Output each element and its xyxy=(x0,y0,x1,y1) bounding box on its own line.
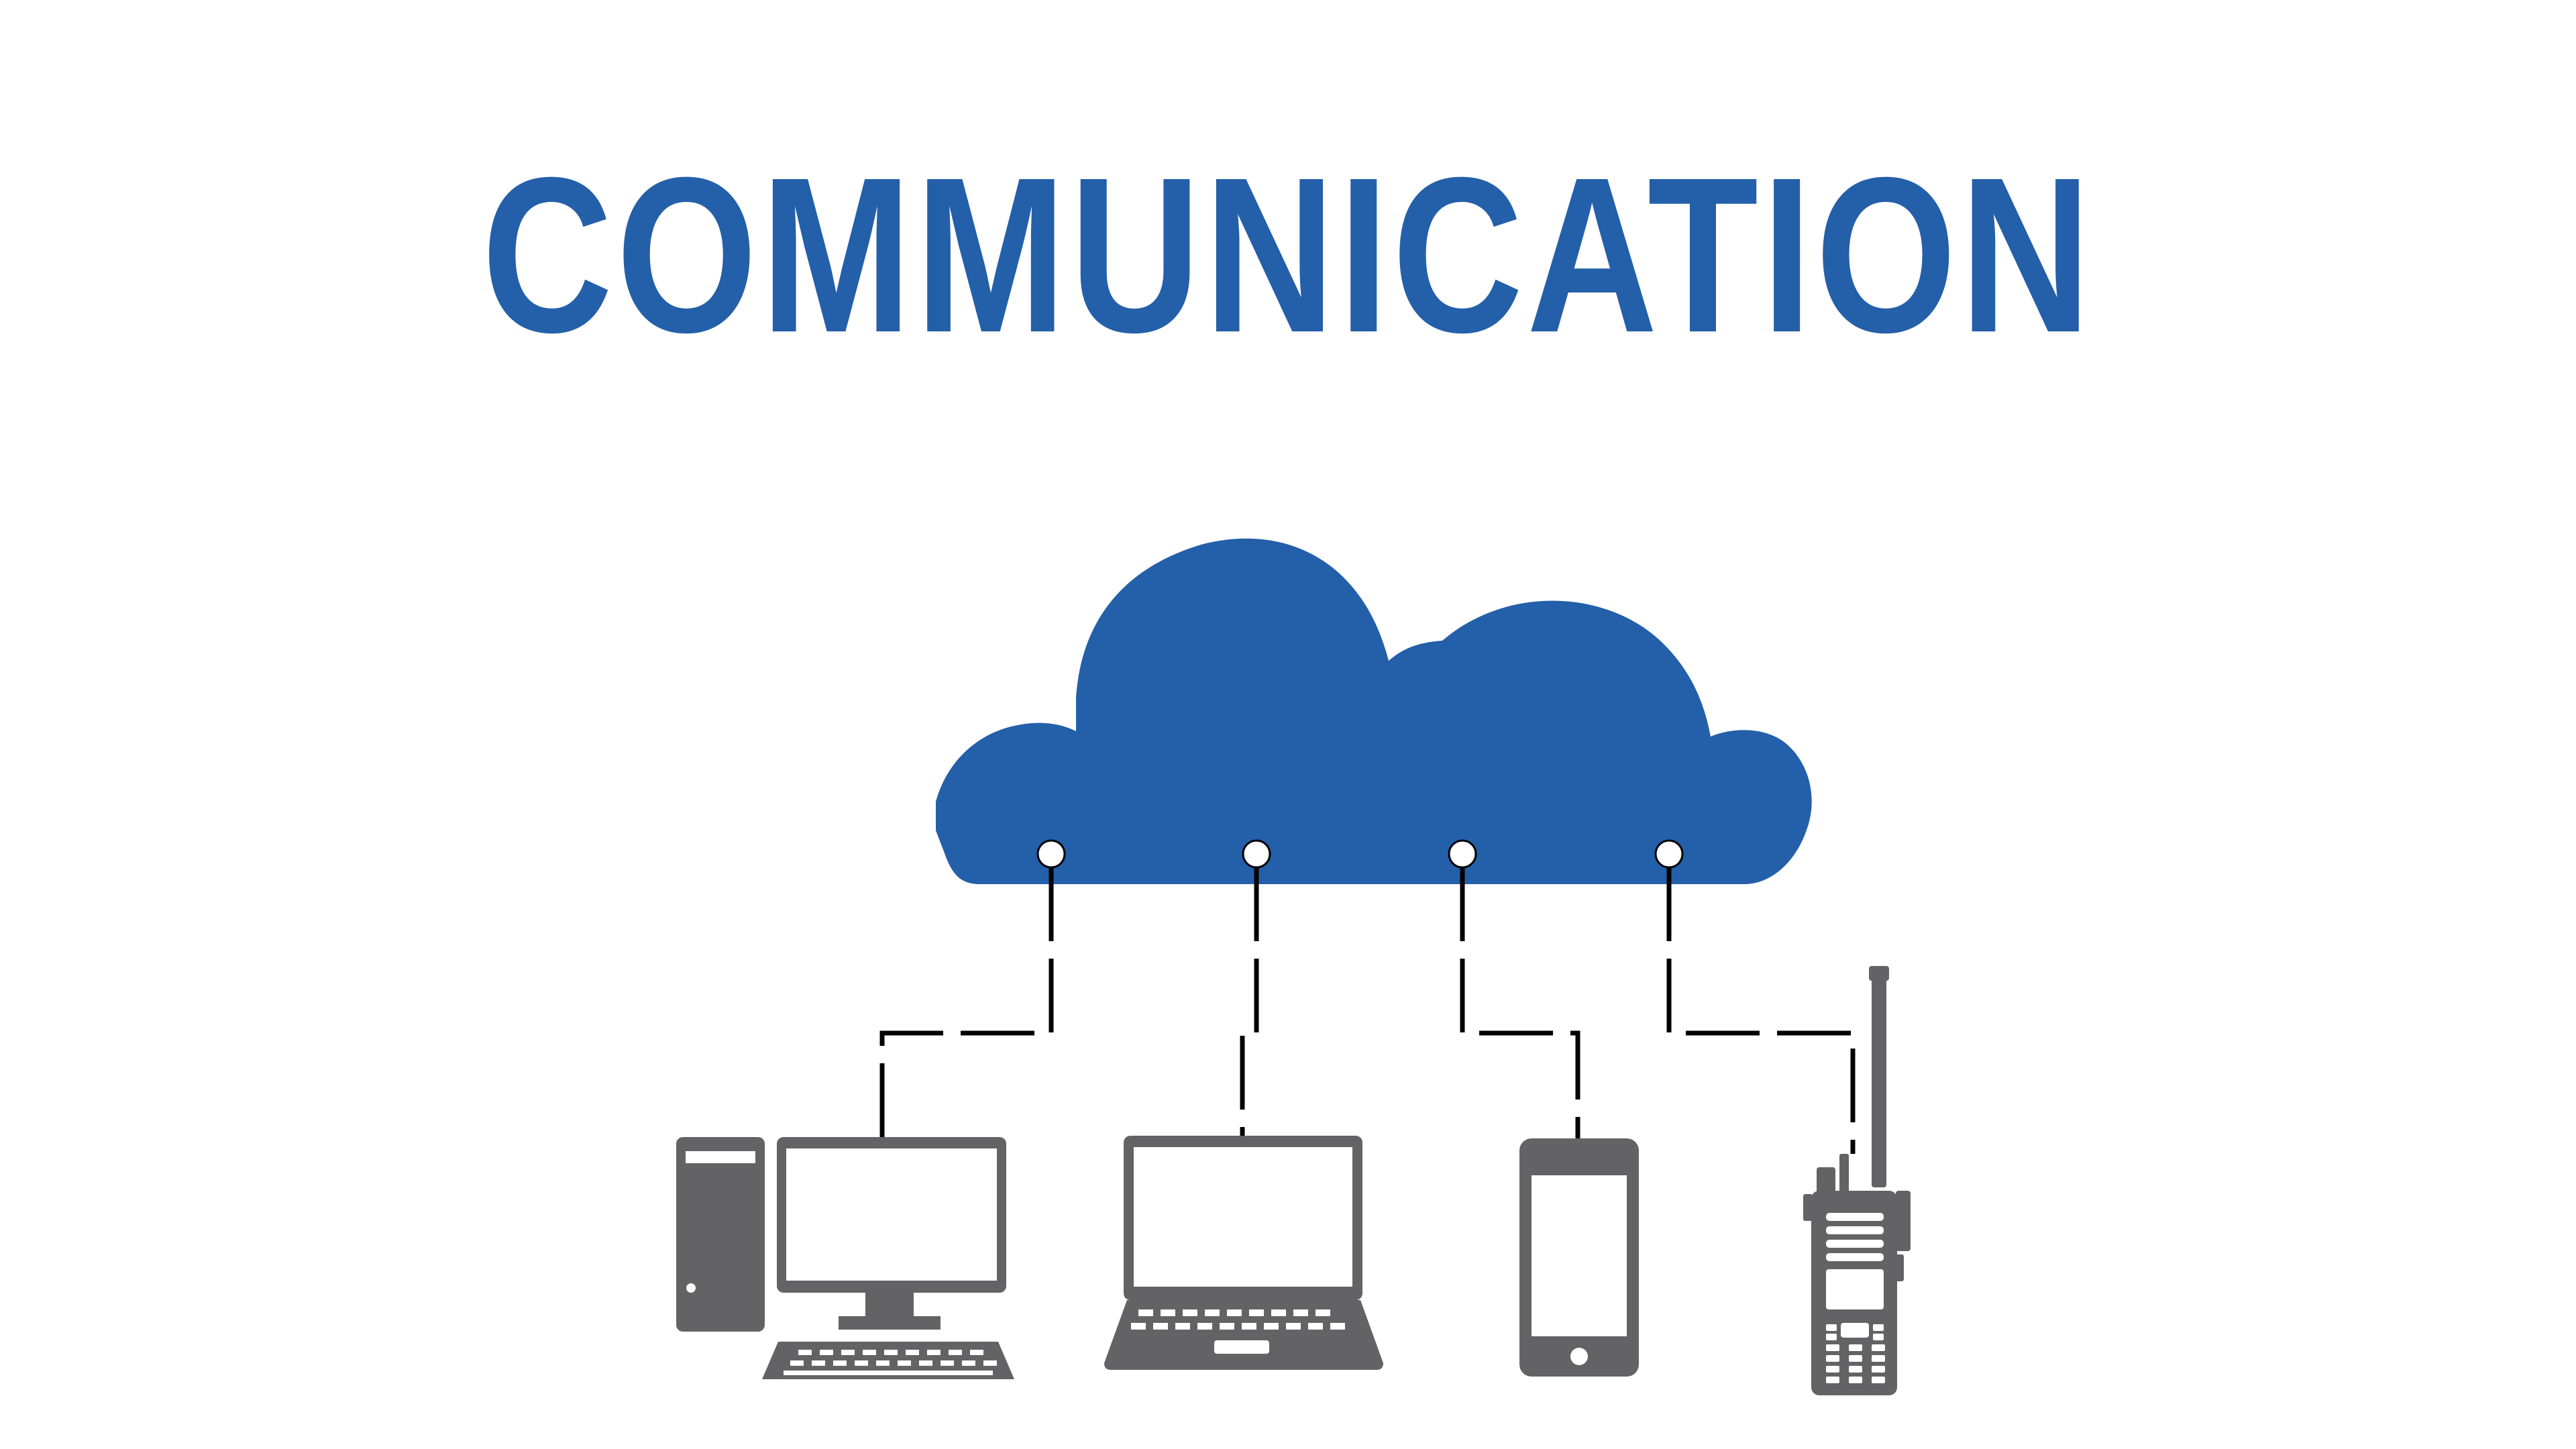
port-dot-radio xyxy=(1654,839,1684,869)
connector-laptop xyxy=(1240,867,1259,1140)
two-way-radio-icon xyxy=(1803,966,1911,1395)
phone-screen xyxy=(1532,1175,1627,1336)
cloud-icon xyxy=(936,538,1812,884)
connector-desktop xyxy=(879,867,1054,1140)
phone-home-button xyxy=(1570,1348,1588,1365)
radio-side-button xyxy=(1896,1191,1911,1251)
radio-knob-right xyxy=(1839,1154,1849,1194)
tower-case xyxy=(676,1137,765,1332)
port-dot-smartphone xyxy=(1448,839,1477,869)
connector-smartphone xyxy=(1460,867,1580,1140)
radio-keypad xyxy=(1841,1323,1869,1338)
connector-radio xyxy=(1666,867,1856,1154)
desktop-computer-icon xyxy=(676,1137,1014,1379)
smartphone-icon xyxy=(1519,1138,1639,1377)
radio-display xyxy=(1826,1269,1884,1309)
page-title: COMMUNICATION xyxy=(482,131,2094,378)
laptop-base xyxy=(1104,1300,1383,1370)
port-dot-laptop xyxy=(1242,839,1271,869)
port-dot-desktop xyxy=(1036,839,1066,869)
radio-speaker-grille xyxy=(1826,1213,1884,1221)
radio-antenna xyxy=(1872,973,1886,1187)
radio-knob-left xyxy=(1817,1167,1835,1194)
cloud-ports xyxy=(1036,839,1684,869)
laptop-icon xyxy=(1104,1136,1383,1370)
